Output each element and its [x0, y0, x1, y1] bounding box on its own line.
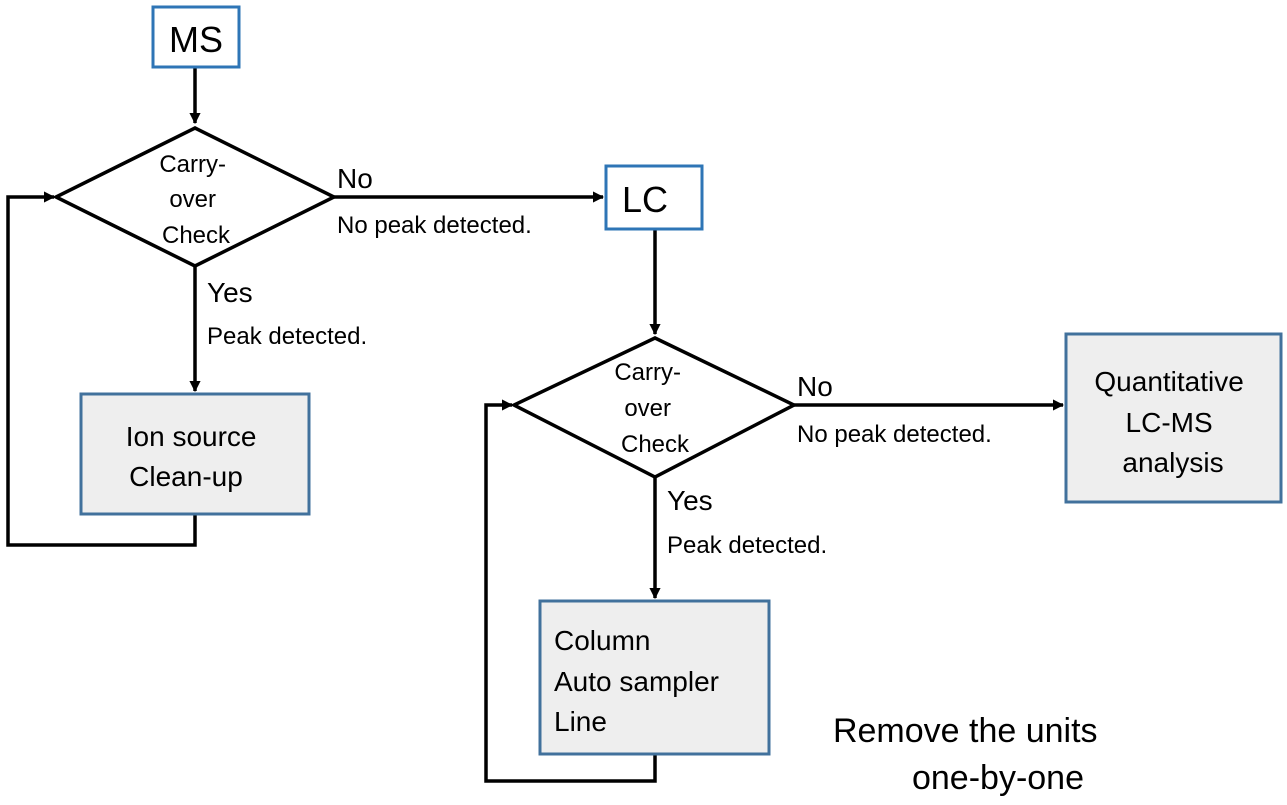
- ms-no-label: No: [337, 163, 373, 194]
- ms-carryover-check-diamond: [52, 126, 338, 268]
- lc-units-line-3: Line: [554, 706, 607, 737]
- lc-yes-note: Peak detected.: [667, 532, 827, 559]
- ms-no-note: No peak detected.: [337, 212, 532, 239]
- lc-units-label: Column Auto sampler Line: [554, 625, 727, 737]
- quant-line-2: LC-MS: [1126, 407, 1213, 438]
- ms-label: MS: [169, 19, 223, 60]
- lc-no-note: No peak detected.: [797, 421, 992, 448]
- ion-source-line-1: Ion source: [126, 421, 257, 452]
- ms-check-line-1: Carry-: [159, 151, 226, 178]
- quantitative-analysis-box: [1064, 332, 1283, 504]
- lc-box: [604, 164, 704, 231]
- lc-units-line-2: Auto sampler: [554, 666, 719, 697]
- lc-check-line-2: over: [624, 395, 671, 422]
- quant-line-3: analysis: [1122, 447, 1223, 478]
- ms-check-line-2: over: [169, 186, 216, 213]
- quant-line-1: Quantitative: [1094, 366, 1243, 397]
- ms-check-line-3: Check: [162, 222, 231, 249]
- ion-source-line-2: Clean-up: [129, 461, 243, 492]
- ms-box: [151, 5, 241, 69]
- lc-label: LC: [622, 179, 668, 220]
- ion-source-cleanup-label: Ion source Clean-up: [126, 421, 265, 492]
- quantitative-analysis-label: Quantitative LC-MS analysis: [1094, 366, 1251, 478]
- remove-units-annotation: Remove the units one-by-one: [833, 712, 1107, 797]
- ms-yes-note: Peak detected.: [207, 323, 367, 350]
- edge-ion-source-loop: [6, 191, 197, 547]
- annotation-line-1: Remove the units: [833, 712, 1098, 750]
- ion-source-cleanup-box: [79, 392, 311, 516]
- annotation-line-2: one-by-one: [912, 759, 1084, 797]
- lc-carryover-check-label: Carry- over Check: [614, 359, 690, 458]
- lc-carryover-check-diamond: [510, 336, 798, 479]
- ms-carryover-check-label: Carry- over Check: [159, 151, 232, 249]
- ms-yes-label: Yes: [207, 277, 253, 308]
- edge-lc-units-loop: [484, 399, 657, 783]
- lc-units-box: [538, 599, 771, 756]
- lc-no-label: No: [797, 371, 833, 402]
- lc-check-line-1: Carry-: [614, 359, 681, 386]
- lc-units-line-1: Column: [554, 625, 650, 656]
- lc-yes-label: Yes: [667, 485, 713, 516]
- lc-check-line-3: Check: [621, 431, 690, 458]
